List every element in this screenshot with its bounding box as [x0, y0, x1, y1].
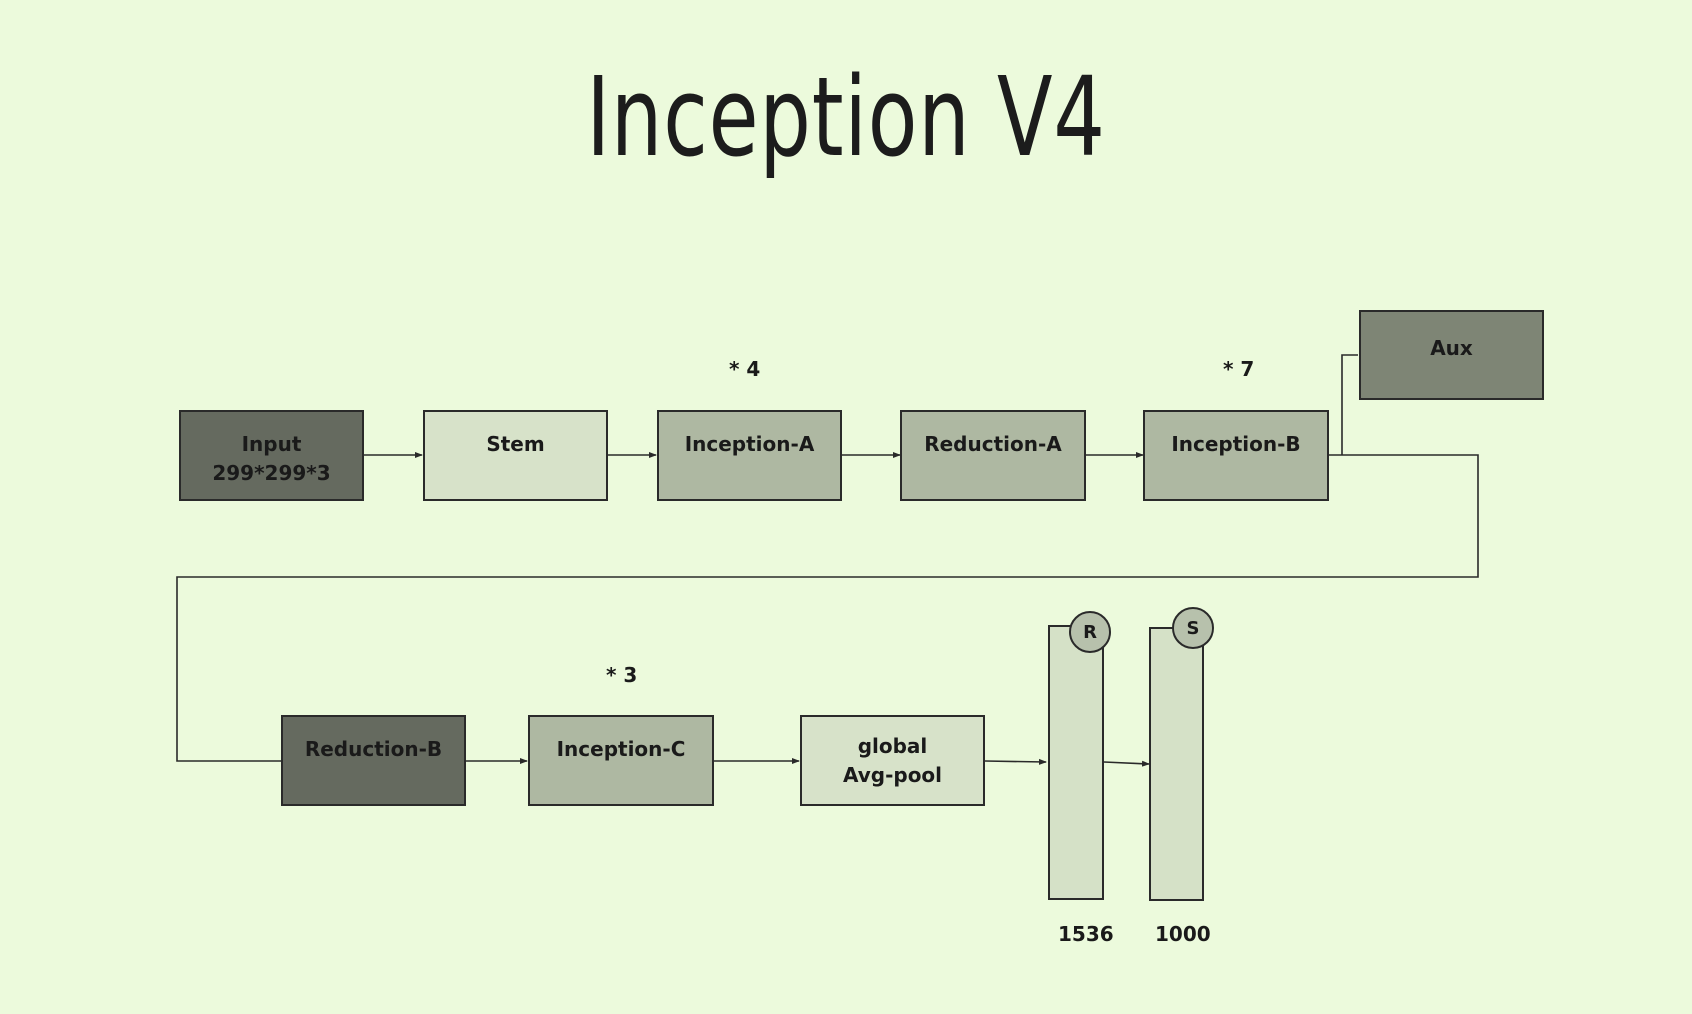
- input-shape-label: 299*299*3: [212, 461, 331, 485]
- softmax-activation-node: S: [1172, 607, 1214, 649]
- avgpool-label-line-1: global: [857, 734, 928, 758]
- avgpool-label-line-2: Avg-pool: [842, 763, 943, 787]
- reduction-a-label: Reduction-A: [924, 432, 1062, 456]
- diagram-title: Inception V4: [586, 53, 1106, 181]
- inception-b-label: Inception-B: [1171, 432, 1301, 456]
- reduction-b-block: Reduction-B: [281, 715, 466, 806]
- aux-label: Aux: [1430, 336, 1473, 360]
- inception-a-repeat: * 4: [729, 357, 761, 381]
- reduction-a-block: Reduction-A: [900, 410, 1086, 501]
- input-block: Input 299*299*3: [179, 410, 364, 501]
- stem-block: Stem: [423, 410, 608, 501]
- arrow-avgpool-to-dense-1536: [984, 758, 1047, 765]
- wraparound-connector: [176, 454, 1479, 762]
- dense-layer-1536-size: 1536: [1058, 922, 1114, 946]
- inception-c-block: Inception-C: [528, 715, 714, 806]
- stem-label: Stem: [486, 432, 545, 456]
- global-avgpool-block: global Avg-pool: [800, 715, 985, 806]
- inception-a-block: Inception-A: [657, 410, 842, 501]
- inception-c-repeat: * 3: [606, 663, 638, 687]
- input-label: Input: [241, 432, 302, 456]
- arrow-dense-1536-to-dense-1000: [1103, 760, 1150, 767]
- inception-a-label: Inception-A: [684, 432, 815, 456]
- aux-block: Aux: [1359, 310, 1544, 400]
- dense-layer-1000: [1149, 627, 1204, 901]
- relu-activation-node: R: [1069, 611, 1111, 653]
- dense-layer-1000-size: 1000: [1155, 922, 1211, 946]
- reduction-b-label: Reduction-B: [304, 737, 443, 761]
- dense-layer-1536: [1048, 625, 1104, 900]
- inception-b-repeat: * 7: [1223, 357, 1255, 381]
- aux-branch-line: [1341, 354, 1358, 455]
- inception-b-block: Inception-B: [1143, 410, 1329, 501]
- inception-c-label: Inception-C: [556, 737, 686, 761]
